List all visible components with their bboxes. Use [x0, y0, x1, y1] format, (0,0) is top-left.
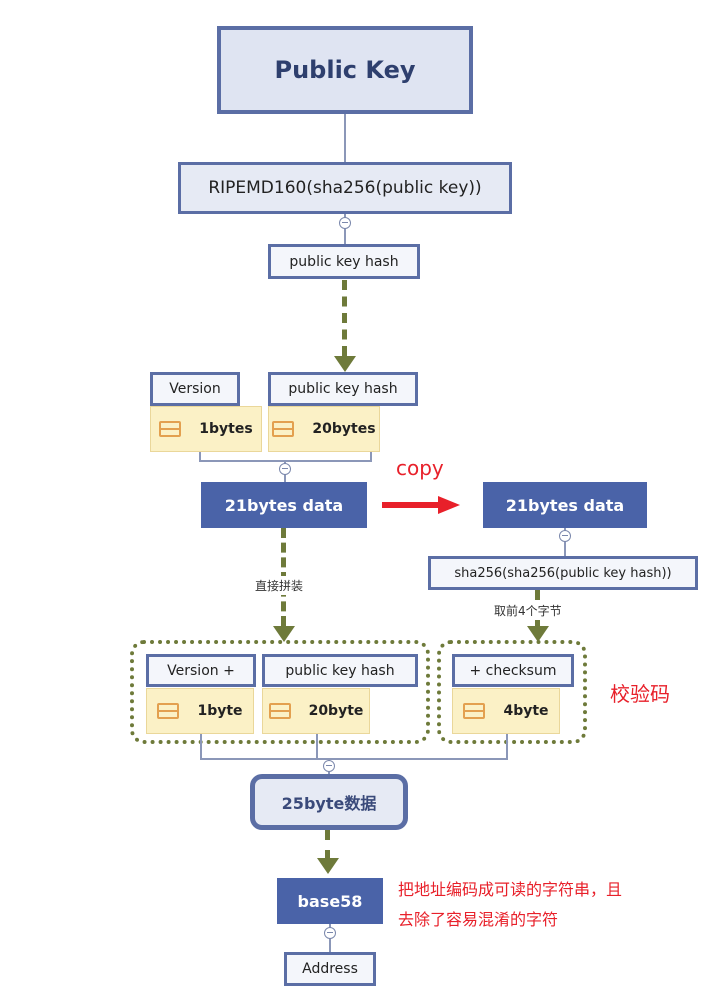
dashed-arrow-line	[342, 280, 347, 356]
pkh-top-label: public key hash	[289, 253, 399, 270]
connector	[370, 452, 372, 462]
data-21-right-node: 21bytes data	[483, 482, 647, 528]
data-25-node: 25byte数据	[250, 774, 408, 830]
data-21-left-label: 21bytes data	[224, 495, 344, 515]
twenty-byte-box: 20byte	[262, 688, 370, 734]
arrow-down-icon	[334, 356, 356, 372]
version-plus-label: Version +	[167, 662, 235, 679]
field-icon	[463, 703, 486, 719]
connector	[344, 214, 346, 246]
pkh-label: public key hash	[288, 381, 398, 397]
arrow-down-icon	[317, 858, 339, 874]
arrow-right-icon	[438, 496, 460, 514]
collapse-icon[interactable]	[324, 927, 336, 939]
four-byte-box: 4byte	[452, 688, 560, 734]
one-byte-box: 1byte	[146, 688, 254, 734]
public-key-node: Public Key	[217, 26, 473, 114]
data-25-label: 25byte数据	[281, 794, 377, 813]
collapse-icon[interactable]	[279, 463, 291, 475]
pkh-bottom-label: public key hash	[285, 662, 395, 679]
version-pkh-group	[130, 640, 430, 744]
one-byte-label: 1byte	[197, 703, 243, 719]
arrow-down-icon	[527, 626, 549, 642]
address-node: Address	[284, 952, 376, 986]
take-first-4-label: 取前4个字节	[492, 601, 564, 620]
connector	[506, 734, 508, 760]
dashed-arrow-line	[325, 830, 330, 860]
one-bytes-box: 1bytes	[150, 406, 262, 452]
ripemd-node: RIPEMD160(sha256(public key))	[178, 162, 512, 214]
connector	[564, 528, 566, 556]
checksum-node: + checksum	[452, 654, 574, 687]
twenty-bytes-label: 20bytes	[312, 421, 376, 437]
collapse-icon[interactable]	[559, 530, 571, 542]
data-21-right-label: 21bytes data	[505, 495, 625, 515]
version-plus-node: Version +	[146, 654, 256, 687]
collapse-icon[interactable]	[323, 760, 335, 772]
pkh-bottom-node: public key hash	[262, 654, 418, 687]
public-key-label: Public Key	[274, 56, 416, 84]
field-icon	[272, 421, 295, 437]
one-bytes-label: 1bytes	[199, 421, 253, 437]
sha-double-node: sha256(sha256(public key hash))	[428, 556, 698, 590]
checksum-cn-label: 校验码	[610, 682, 670, 706]
field-icon	[159, 421, 182, 437]
ripemd-label: RIPEMD160(sha256(public key))	[208, 178, 482, 198]
collapse-icon[interactable]	[339, 217, 351, 229]
version-label: Version	[169, 381, 221, 397]
data-21-left-node: 21bytes data	[201, 482, 367, 528]
connector	[199, 452, 201, 462]
connector	[200, 734, 202, 760]
twenty-bytes-box: 20bytes	[268, 406, 380, 452]
connector	[200, 758, 508, 760]
copy-arrow	[382, 496, 462, 514]
checksum-label: + checksum	[469, 662, 557, 679]
version-node: Version	[150, 372, 240, 406]
base58-note-line2: 去除了容易混淆的字符	[398, 910, 559, 929]
pkh-top-node: public key hash	[268, 244, 420, 279]
field-icon	[268, 703, 291, 719]
connector	[344, 114, 346, 162]
arrow-down-icon	[273, 626, 295, 642]
field-icon	[157, 703, 180, 719]
sha-double-label: sha256(sha256(public key hash))	[454, 565, 672, 581]
twenty-byte-label: 20byte	[308, 703, 364, 719]
connector	[316, 734, 318, 760]
base58-label: base58	[297, 891, 363, 911]
four-byte-label: 4byte	[503, 703, 549, 719]
copy-label: copy	[396, 456, 444, 480]
base58-node: base58	[277, 878, 383, 924]
base58-note-line1: 把地址编码成可读的字符串，且	[398, 880, 623, 899]
direct-concat-label: 直接拼装	[253, 576, 306, 595]
address-label: Address	[302, 961, 358, 977]
checksum-group	[437, 640, 587, 744]
pkh-node: public key hash	[268, 372, 418, 406]
